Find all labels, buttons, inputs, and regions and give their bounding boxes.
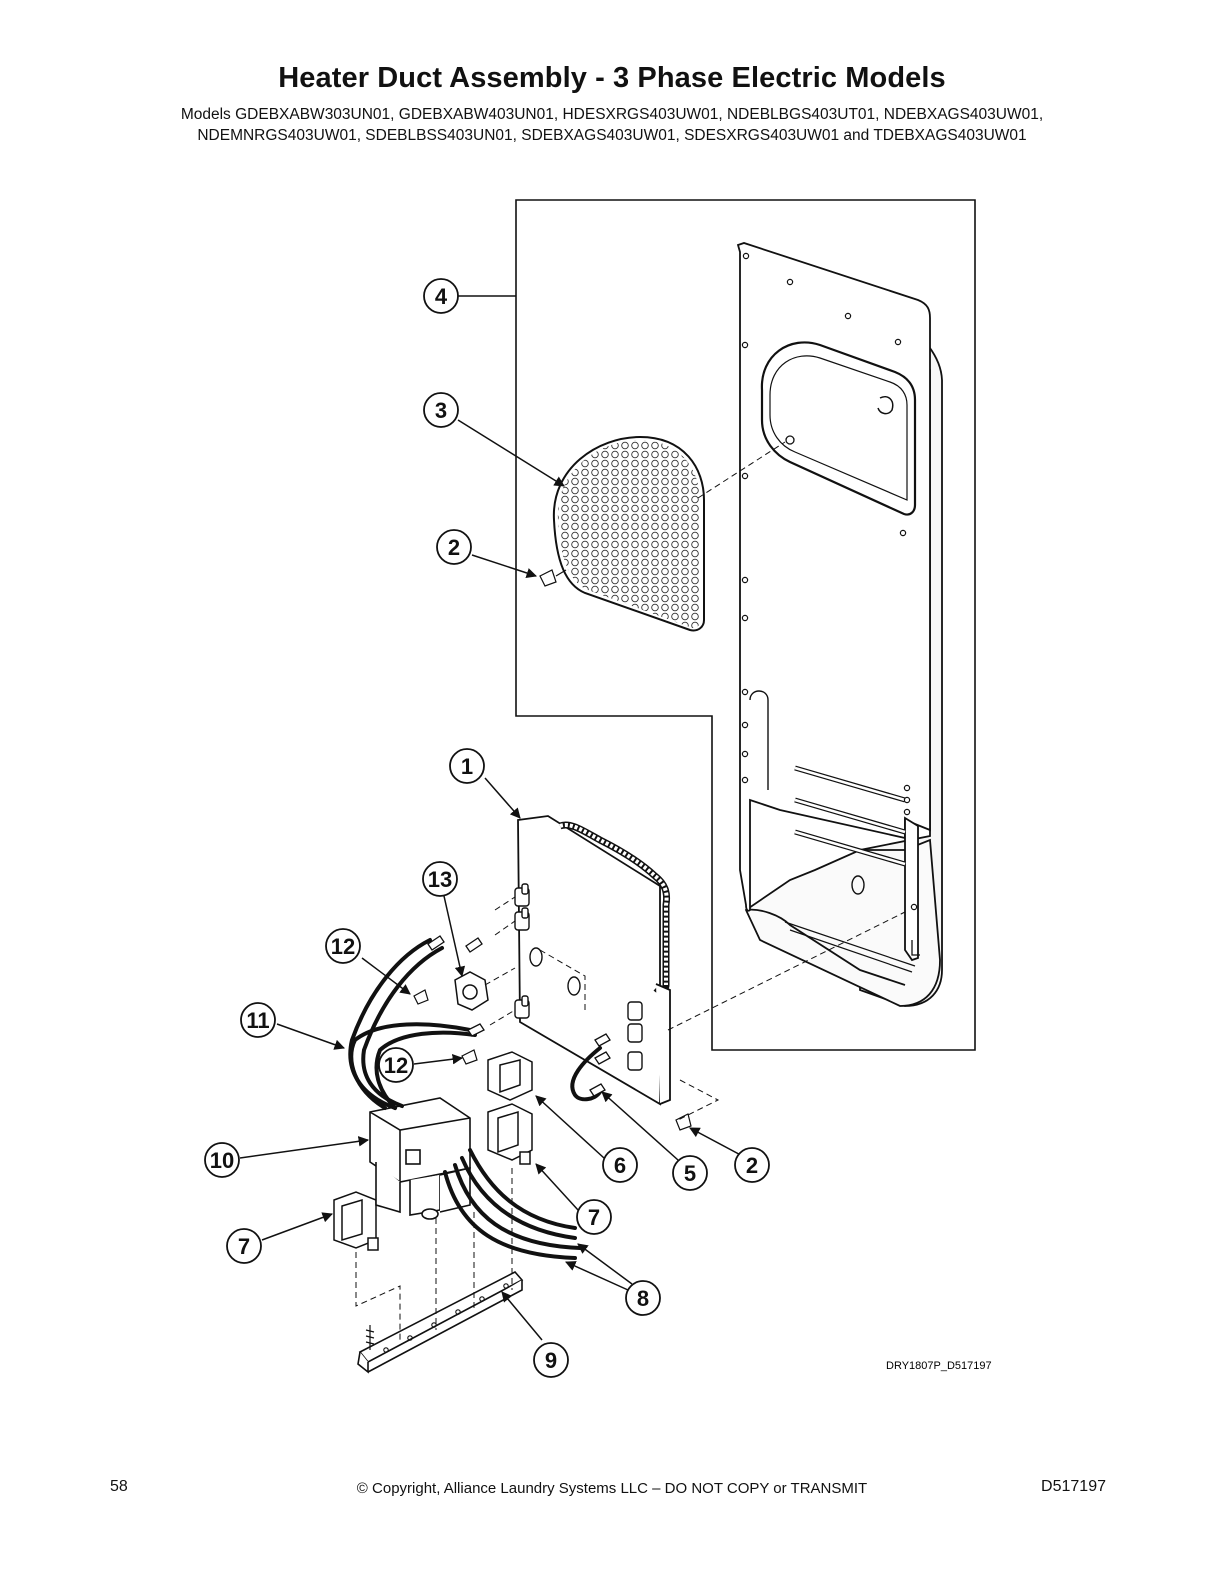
callout-circle — [423, 278, 459, 314]
callout-circle — [226, 1228, 262, 1264]
thermostat-7-left — [333, 1191, 379, 1251]
lint-screen — [552, 435, 705, 632]
callout-label: 2 — [448, 535, 460, 560]
thermostat-6 — [487, 1051, 533, 1101]
callout-label: 5 — [684, 1161, 696, 1186]
figure-code: DRY1807P_D517197 — [886, 1360, 992, 1372]
callout-circle — [436, 529, 472, 565]
wire-harness — [348, 938, 602, 1260]
callout-label: 12 — [384, 1053, 408, 1078]
contactor — [369, 1097, 471, 1220]
callout-circle — [204, 1142, 240, 1178]
limit-thermostat-13 — [454, 971, 489, 1011]
screw-bottom-2 — [675, 1113, 692, 1131]
callout-label: 11 — [246, 1008, 269, 1033]
callout-circle — [576, 1199, 612, 1235]
callout-circle — [625, 1280, 661, 1316]
page-number: 58 — [110, 1478, 128, 1495]
callout-label: 7 — [238, 1234, 250, 1259]
callout-label: 4 — [435, 284, 448, 309]
callout-label: 12 — [331, 934, 355, 959]
models-line-2: NDEMNRGS403UW01, SDEBLBSS403UN01, SDEBXA… — [197, 127, 1027, 144]
mounting-bracket — [357, 1271, 524, 1374]
callout-bubbles: 4 3 2 1 13 12 11 12 10 6 5 2 7 7 8 9 — [204, 278, 770, 1378]
callout-label: 10 — [210, 1148, 234, 1173]
callout-circle — [423, 392, 459, 428]
callout-circle — [240, 1002, 276, 1038]
callout-circle — [602, 1147, 638, 1183]
callout-circle — [449, 748, 485, 784]
callout-label: 13 — [428, 867, 452, 892]
callout-circle — [422, 861, 458, 897]
alignment-lines — [355, 896, 906, 1342]
assembly-outline — [515, 199, 976, 1051]
callout-label: 8 — [637, 1286, 649, 1311]
models-line-1: Models GDEBXABW303UN01, GDEBXABW403UN01,… — [180, 106, 1044, 123]
page-title: Heater Duct Assembly - 3 Phase Electric … — [278, 62, 946, 94]
document-id: D517197 — [1041, 1478, 1106, 1495]
thermostat-7-right — [487, 1103, 533, 1165]
callout-circle — [325, 928, 361, 964]
callout-circle — [672, 1155, 708, 1191]
callout-label: 1 — [461, 754, 473, 779]
callout-label: 7 — [588, 1205, 600, 1230]
screws-12 — [413, 989, 478, 1065]
copyright-notice: © Copyright, Alliance Laundry Systems LL… — [356, 1480, 868, 1497]
wire-terminals — [427, 935, 611, 1097]
callout-label: 3 — [435, 398, 447, 423]
panel-holes — [741, 252, 918, 911]
bracket-screw — [365, 1325, 375, 1350]
callout-circle — [734, 1147, 770, 1183]
callout-label: 9 — [545, 1348, 557, 1373]
heater-element — [517, 815, 671, 1106]
heater-duct-panel — [736, 242, 943, 1007]
callout-circle — [378, 1047, 414, 1083]
callout-label: 6 — [614, 1153, 626, 1178]
screw-top — [539, 569, 567, 587]
callout-label: 2 — [746, 1153, 758, 1178]
callout-circle — [533, 1342, 569, 1378]
